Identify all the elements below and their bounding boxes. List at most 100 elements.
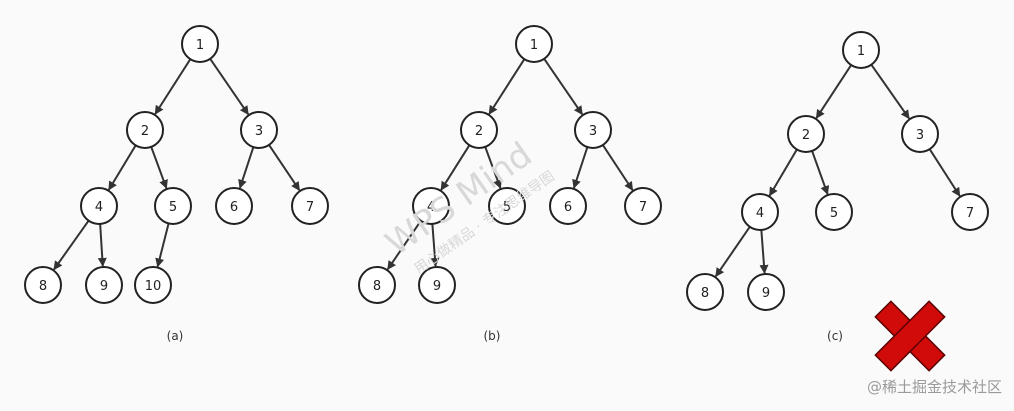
node-circle bbox=[901, 115, 939, 153]
tree-c-node-9: 9 bbox=[747, 273, 785, 311]
node-label: 8 bbox=[373, 279, 381, 294]
node-circle bbox=[291, 187, 329, 225]
tree-a-node-7: 7 bbox=[291, 187, 329, 225]
tree-a-node-4: 4 bbox=[80, 187, 118, 225]
tree-a-edge-3-6 bbox=[238, 146, 255, 189]
tree-b-edge-4-9 bbox=[430, 223, 440, 267]
node-circle bbox=[488, 187, 526, 225]
node-circle bbox=[134, 266, 172, 304]
tree-a-edge-5-10 bbox=[155, 223, 170, 268]
node-label: 4 bbox=[756, 206, 764, 221]
tree-c-node-3: 3 bbox=[901, 115, 939, 153]
tree-a-node-3: 3 bbox=[240, 111, 278, 149]
node-circle bbox=[358, 266, 396, 304]
tree-c-edge-4-9 bbox=[759, 229, 769, 274]
node-label: 5 bbox=[503, 200, 511, 215]
tree-b-edge-1-3 bbox=[543, 58, 584, 116]
tree-b-node-6: 6 bbox=[549, 187, 587, 225]
tree-b-caption: (b) bbox=[484, 329, 501, 343]
node-circle bbox=[951, 193, 989, 231]
node-circle bbox=[549, 187, 587, 225]
node-label: 7 bbox=[966, 206, 974, 221]
node-circle bbox=[624, 187, 662, 225]
node-circle bbox=[515, 25, 553, 63]
tree-c-edge-2-5 bbox=[811, 150, 830, 195]
tree-a-edge-4-9 bbox=[97, 223, 107, 267]
node-circle bbox=[154, 187, 192, 225]
node-label: 3 bbox=[255, 124, 263, 139]
tree-c-node-2: 2 bbox=[787, 115, 825, 153]
tree-c-edge-1-3 bbox=[870, 64, 910, 120]
cross-icon bbox=[874, 300, 946, 372]
tree-c-node-5: 5 bbox=[815, 193, 853, 231]
node-label: 6 bbox=[564, 200, 572, 215]
node-label: 4 bbox=[95, 200, 103, 215]
tree-b-edge-1-2 bbox=[488, 58, 526, 115]
node-label: 8 bbox=[39, 279, 47, 294]
tree-c-edge-4-8 bbox=[714, 226, 751, 278]
tree-a-caption: (a) bbox=[167, 329, 184, 343]
tree-c-caption: (c) bbox=[827, 329, 843, 343]
tree-c-edge-1-2 bbox=[815, 64, 852, 119]
node-label: 3 bbox=[589, 124, 597, 139]
node-label: 1 bbox=[196, 38, 204, 53]
tree-a-node-2: 2 bbox=[126, 111, 164, 149]
attribution-watermark: @稀土掘金技术社区 bbox=[866, 378, 1002, 396]
node-label: 3 bbox=[916, 128, 924, 143]
tree-b-edge-2-4 bbox=[440, 144, 471, 191]
node-label: 4 bbox=[427, 200, 435, 215]
tree-b-node-8: 8 bbox=[358, 266, 396, 304]
tree-a-node-5: 5 bbox=[154, 187, 192, 225]
node-circle bbox=[240, 111, 278, 149]
tree-a-edge-1-2 bbox=[154, 58, 192, 115]
node-label: 5 bbox=[169, 200, 177, 215]
node-label: 8 bbox=[701, 286, 709, 301]
tree-b-node-3: 3 bbox=[574, 111, 612, 149]
node-label: 2 bbox=[802, 128, 810, 143]
node-circle bbox=[460, 111, 498, 149]
node-label: 1 bbox=[857, 44, 865, 59]
node-circle bbox=[842, 31, 880, 69]
tree-c-edge-3-7 bbox=[928, 148, 961, 197]
tree-b-node-4: 4 bbox=[412, 187, 450, 225]
node-label: 1 bbox=[530, 38, 538, 53]
node-label: 6 bbox=[230, 200, 238, 215]
node-circle bbox=[741, 193, 779, 231]
tree-b-edge-2-5 bbox=[484, 146, 502, 190]
tree-a-edge-2-5 bbox=[150, 146, 168, 190]
node-label: 2 bbox=[475, 124, 483, 139]
node-circle bbox=[747, 273, 785, 311]
node-circle bbox=[181, 25, 219, 63]
node-circle bbox=[80, 187, 118, 225]
node-circle bbox=[85, 266, 123, 304]
tree-a-edge-4-8 bbox=[53, 220, 90, 271]
tree-c-node-1: 1 bbox=[842, 31, 880, 69]
node-label: 7 bbox=[639, 200, 647, 215]
node-label: 2 bbox=[141, 124, 149, 139]
node-circle bbox=[686, 273, 724, 311]
tree-b-node-5: 5 bbox=[488, 187, 526, 225]
tree-a-node-10: 10 bbox=[134, 266, 172, 304]
tree-c-node-8: 8 bbox=[686, 273, 724, 311]
node-label: 10 bbox=[145, 279, 162, 294]
tree-b-edge-4-8 bbox=[386, 220, 422, 271]
tree-a-edge-1-3 bbox=[209, 58, 250, 116]
tree-c-node-4: 4 bbox=[741, 193, 779, 231]
tree-c-node-7: 7 bbox=[951, 193, 989, 231]
node-circle bbox=[574, 111, 612, 149]
node-circle bbox=[215, 187, 253, 225]
tree-b-edge-3-6 bbox=[572, 146, 589, 189]
node-circle bbox=[412, 187, 450, 225]
tree-b-node-9: 9 bbox=[418, 266, 456, 304]
tree-b-node-2: 2 bbox=[460, 111, 498, 149]
node-label: 9 bbox=[762, 286, 770, 301]
tree-a-edge-3-7 bbox=[268, 144, 301, 191]
tree-a-node-1: 1 bbox=[181, 25, 219, 63]
tree-a-node-8: 8 bbox=[24, 266, 62, 304]
node-circle bbox=[787, 115, 825, 153]
tree-a-node-6: 6 bbox=[215, 187, 253, 225]
tree-b-node-1: 1 bbox=[515, 25, 553, 63]
tree-b-node-7: 7 bbox=[624, 187, 662, 225]
